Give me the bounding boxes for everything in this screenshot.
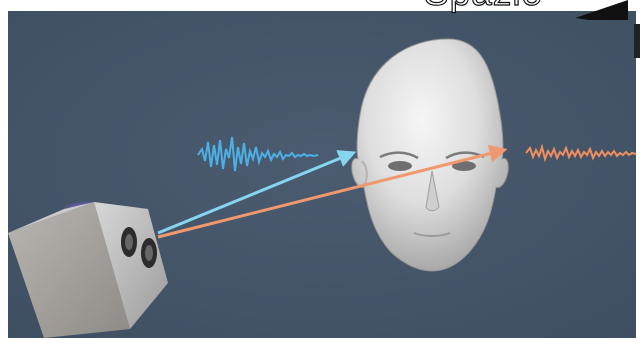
corner-label: Spazio xyxy=(424,0,543,11)
right-edge-mark xyxy=(634,24,640,58)
spatial-audio-scene xyxy=(8,11,636,338)
corner-wedge-icon xyxy=(571,0,628,20)
scene-svg xyxy=(8,11,636,338)
